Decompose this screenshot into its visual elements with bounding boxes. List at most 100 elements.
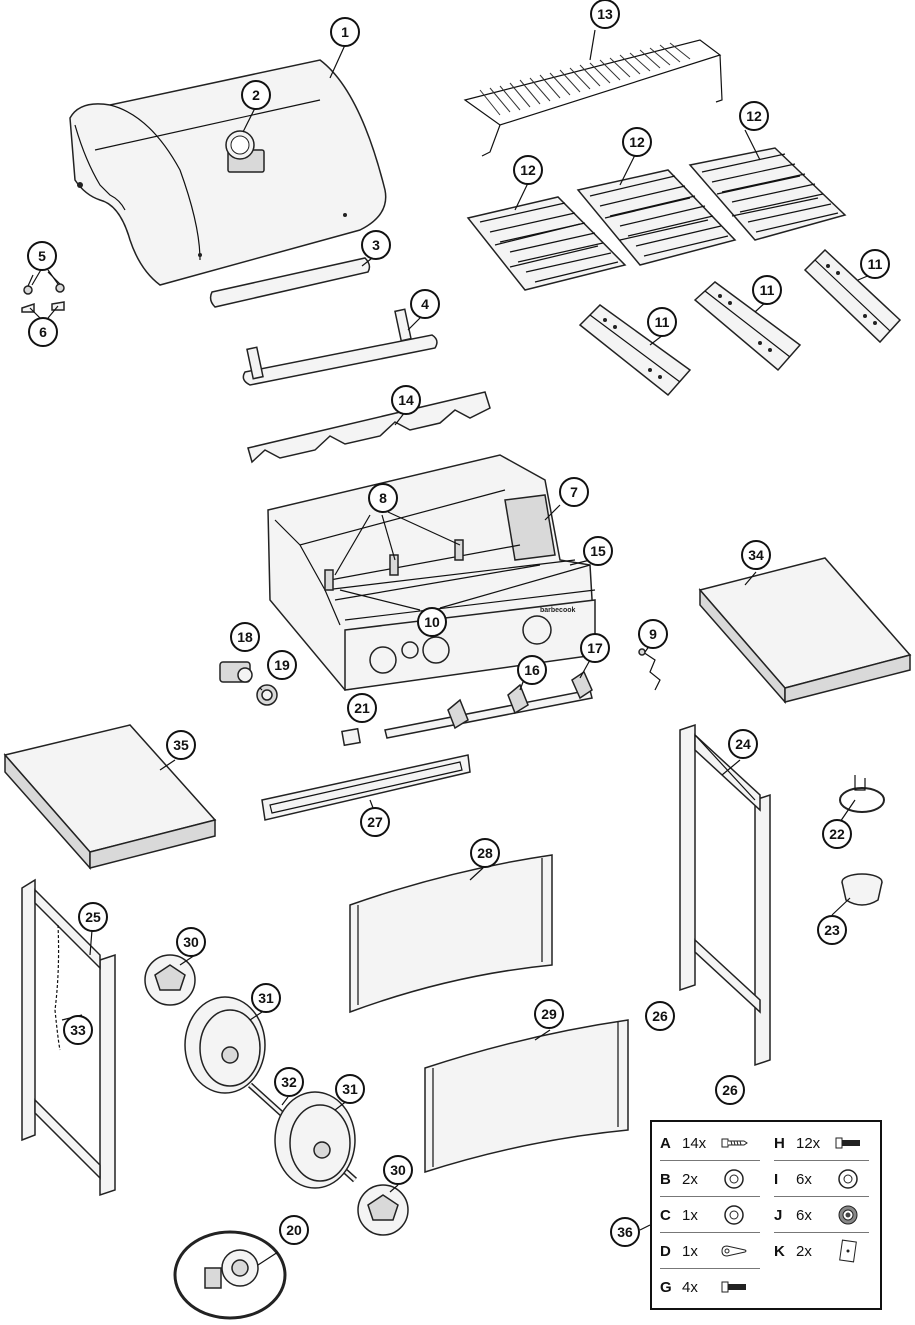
washer-icon	[718, 1169, 750, 1189]
firebox-part: barbecook	[267, 454, 596, 691]
svg-text:27: 27	[367, 814, 383, 830]
wheel-cap-upper-part	[144, 954, 196, 1006]
callout-24: 24	[728, 729, 758, 759]
callout-2: 2	[241, 80, 271, 110]
callout-11: 11	[647, 307, 677, 337]
svg-text:8: 8	[379, 490, 387, 506]
warming-rack-part	[463, 39, 723, 157]
callout-7: 7	[559, 477, 589, 507]
flame-tamer-right-part	[803, 248, 902, 344]
callout-6: 6	[28, 317, 58, 347]
svg-text:29: 29	[541, 1006, 557, 1022]
svg-text:24: 24	[735, 736, 751, 752]
front-strip-part	[261, 754, 471, 821]
callout-11: 11	[860, 249, 890, 279]
lid-handle-part	[242, 308, 438, 386]
callout-23: 23	[817, 915, 847, 945]
right-cart-frame-part	[679, 723, 771, 1067]
callout-31: 31	[335, 1074, 365, 1104]
svg-text:18: 18	[237, 629, 253, 645]
svg-text:19: 19	[274, 657, 290, 673]
hardware-quantity: 6x	[796, 1206, 812, 1224]
callout-16: 16	[517, 655, 547, 685]
svg-text:32: 32	[281, 1074, 297, 1090]
callout-34: 34	[741, 540, 771, 570]
svg-text:28: 28	[477, 845, 493, 861]
hardware-letter: K	[774, 1242, 785, 1260]
callout-26: 26	[715, 1075, 745, 1105]
svg-text:15: 15	[590, 543, 606, 559]
svg-text:30: 30	[183, 934, 199, 950]
hardware-quantity: 4x	[682, 1278, 698, 1296]
svg-text:11: 11	[868, 256, 883, 272]
lid-part	[69, 59, 387, 286]
svg-text:9: 9	[649, 626, 657, 642]
svg-text:11: 11	[760, 282, 775, 298]
svg-text:13: 13	[597, 6, 613, 22]
svg-text:26: 26	[652, 1008, 668, 1024]
callout-35: 35	[166, 730, 196, 760]
svg-text:26: 26	[722, 1082, 738, 1098]
right-side-shelf-part	[698, 557, 912, 704]
callout-28: 28	[470, 838, 500, 868]
svg-text:6: 6	[39, 324, 47, 340]
bolt-icon	[832, 1133, 864, 1153]
callout-10: 10	[417, 607, 447, 637]
callout-14: 14	[391, 385, 421, 415]
row-divider	[660, 1196, 760, 1197]
igniter-wire-part	[638, 648, 661, 691]
callout-8: 8	[368, 483, 398, 513]
hardware-letter: J	[774, 1206, 783, 1224]
plate-icon	[832, 1239, 864, 1263]
callout-5: 5	[27, 241, 57, 271]
hardware-letter: G	[660, 1278, 672, 1296]
svg-text:12: 12	[746, 108, 762, 124]
callout-18: 18	[230, 622, 260, 652]
svg-text:30: 30	[390, 1162, 406, 1178]
callout-33: 33	[63, 1015, 93, 1045]
callout-26: 26	[645, 1001, 675, 1031]
svg-text:5: 5	[38, 248, 46, 264]
row-divider	[660, 1232, 760, 1233]
row-divider	[774, 1160, 869, 1161]
callout-12: 12	[739, 101, 769, 131]
cooking-grate-center-part	[576, 169, 737, 266]
cooking-grate-right-part	[688, 147, 847, 241]
hardware-letter: C	[660, 1206, 671, 1224]
callout-13: 13	[590, 0, 620, 29]
callout-1: 1	[330, 17, 360, 47]
row-divider	[774, 1232, 869, 1233]
cart-door-upper-part	[349, 854, 553, 1014]
nut-icon	[832, 1205, 864, 1225]
svg-text:22: 22	[829, 826, 845, 842]
svg-text:2: 2	[252, 87, 260, 103]
hardware-quantity: 14x	[682, 1134, 707, 1152]
hardware-letter: D	[660, 1242, 671, 1260]
callout-27: 27	[360, 807, 390, 837]
callout-31: 31	[251, 983, 281, 1013]
gas-manifold-part	[341, 670, 593, 747]
callout-29: 29	[534, 999, 564, 1029]
hardware-row-k: K 2x	[774, 1236, 864, 1266]
svg-text:10: 10	[424, 614, 440, 630]
washer-icon	[718, 1205, 750, 1225]
svg-text:16: 16	[524, 662, 540, 678]
callout-30: 30	[176, 927, 206, 957]
wheel-lower-part	[274, 1091, 356, 1189]
callout-12: 12	[622, 127, 652, 157]
svg-text:11: 11	[655, 314, 670, 330]
callout-numbers: 1234567891011111112121213141516171819202…	[27, 0, 890, 1247]
svg-text:36: 36	[617, 1224, 633, 1240]
callout-19: 19	[267, 650, 297, 680]
row-divider	[660, 1160, 760, 1161]
svg-text:17: 17	[587, 640, 603, 656]
callout-22: 22	[822, 819, 852, 849]
hardware-quantity: 2x	[796, 1242, 812, 1260]
thermometer-part	[225, 130, 265, 173]
